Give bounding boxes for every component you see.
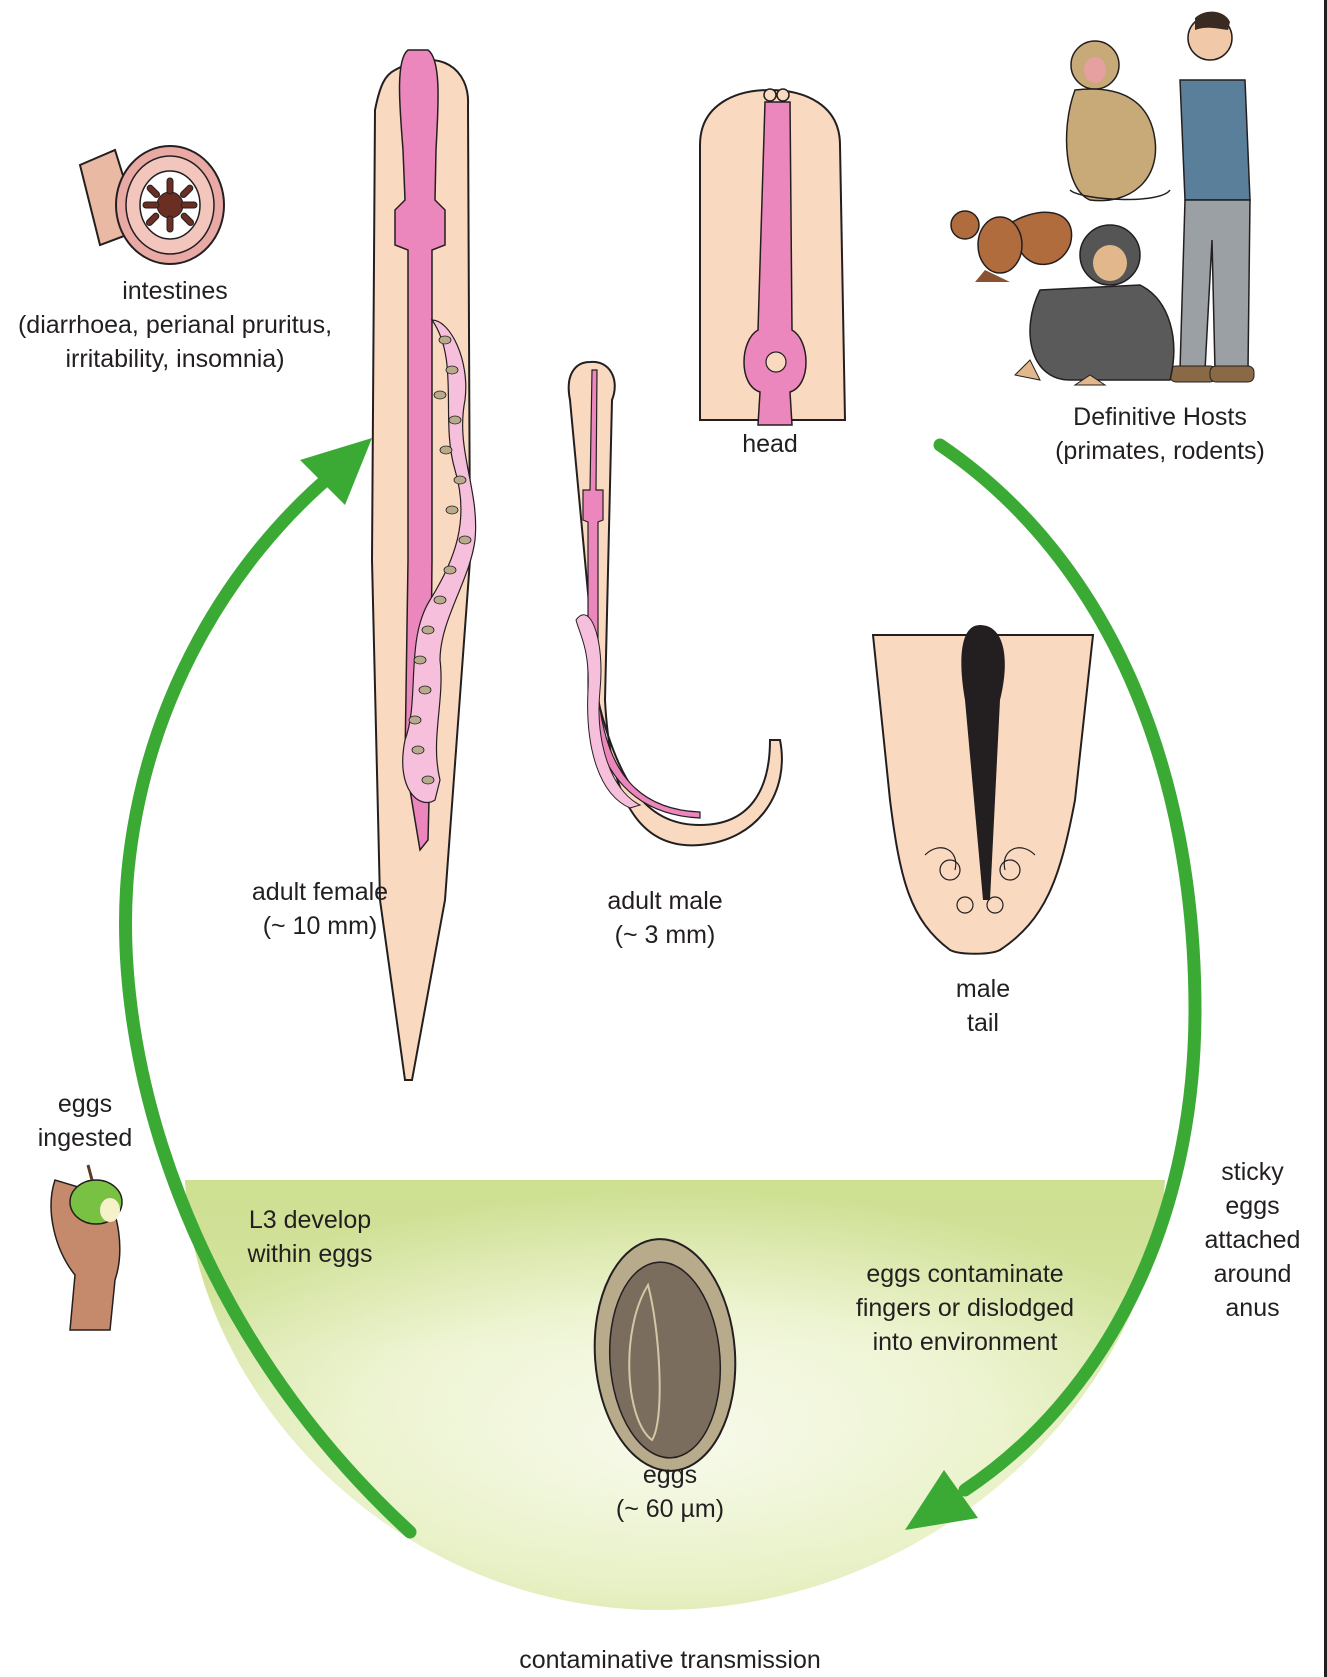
eggs-contaminate-line2: fingers or dislodged (840, 1291, 1090, 1325)
intestines-symptoms-2: irritability, insomnia) (5, 342, 345, 376)
intestines-symptoms-1: (diarrhoea, perianal pruritus, (5, 308, 345, 342)
eggs-size-line1: eggs (600, 1458, 740, 1492)
hosts-label: Definitive Hosts (primates, rodents) (1040, 400, 1280, 468)
male-tail-line1: male (938, 972, 1028, 1006)
bottom-caption: contaminative transmission (470, 1643, 870, 1677)
adult-male-label: adult male (~ 3 mm) (570, 884, 760, 952)
adult-female-name: adult female (225, 875, 415, 909)
adult-female-size: (~ 10 mm) (225, 909, 415, 943)
intestine-icon (80, 146, 224, 264)
intestines-title: intestines (5, 274, 345, 308)
sticky-eggs-line3: attached (1195, 1223, 1310, 1257)
sticky-eggs-label: sticky eggs attached around anus (1195, 1155, 1310, 1325)
l3-develop-label: L3 develop within eggs (230, 1203, 390, 1271)
male-tail-line2: tail (938, 1006, 1028, 1040)
male-tail-detail (873, 625, 1093, 954)
male-tail-label: male tail (938, 972, 1028, 1040)
adult-male-size: (~ 3 mm) (570, 918, 760, 952)
eggs-contaminate-label: eggs contaminate fingers or dislodged in… (840, 1257, 1090, 1359)
eggs-ingested-line2: ingested (25, 1121, 145, 1155)
adult-female-label: adult female (~ 10 mm) (225, 875, 415, 943)
eggs-size-line2: (~ 60 µm) (600, 1492, 740, 1526)
macaque-icon (1067, 41, 1170, 201)
definitive-hosts-icons (951, 12, 1254, 385)
hosts-subtitle: (primates, rodents) (1040, 434, 1280, 468)
sticky-eggs-line2: eggs (1195, 1189, 1310, 1223)
human-icon (1170, 12, 1254, 382)
worm-head-detail (700, 89, 845, 425)
head-label: head (720, 427, 820, 461)
eggs-ingested-label: eggs ingested (25, 1087, 145, 1155)
sticky-eggs-line5: anus (1195, 1291, 1310, 1325)
sticky-eggs-line4: around (1195, 1257, 1310, 1291)
squirrel-icon (951, 211, 1072, 282)
intestines-label: intestines (diarrhoea, perianal pruritus… (5, 274, 345, 376)
eggs-ingested-line1: eggs (25, 1087, 145, 1121)
adult-male-name: adult male (570, 884, 760, 918)
eggs-contaminate-line1: eggs contaminate (840, 1257, 1090, 1291)
sticky-eggs-line1: sticky (1195, 1155, 1310, 1189)
eggs-size-label: eggs (~ 60 µm) (600, 1458, 740, 1526)
eggs-contaminate-line3: into environment (840, 1325, 1090, 1359)
l3-develop-line2: within eggs (230, 1237, 390, 1271)
hosts-title: Definitive Hosts (1040, 400, 1280, 434)
hand-apple-icon (51, 1165, 122, 1330)
l3-develop-line1: L3 develop (230, 1203, 390, 1237)
